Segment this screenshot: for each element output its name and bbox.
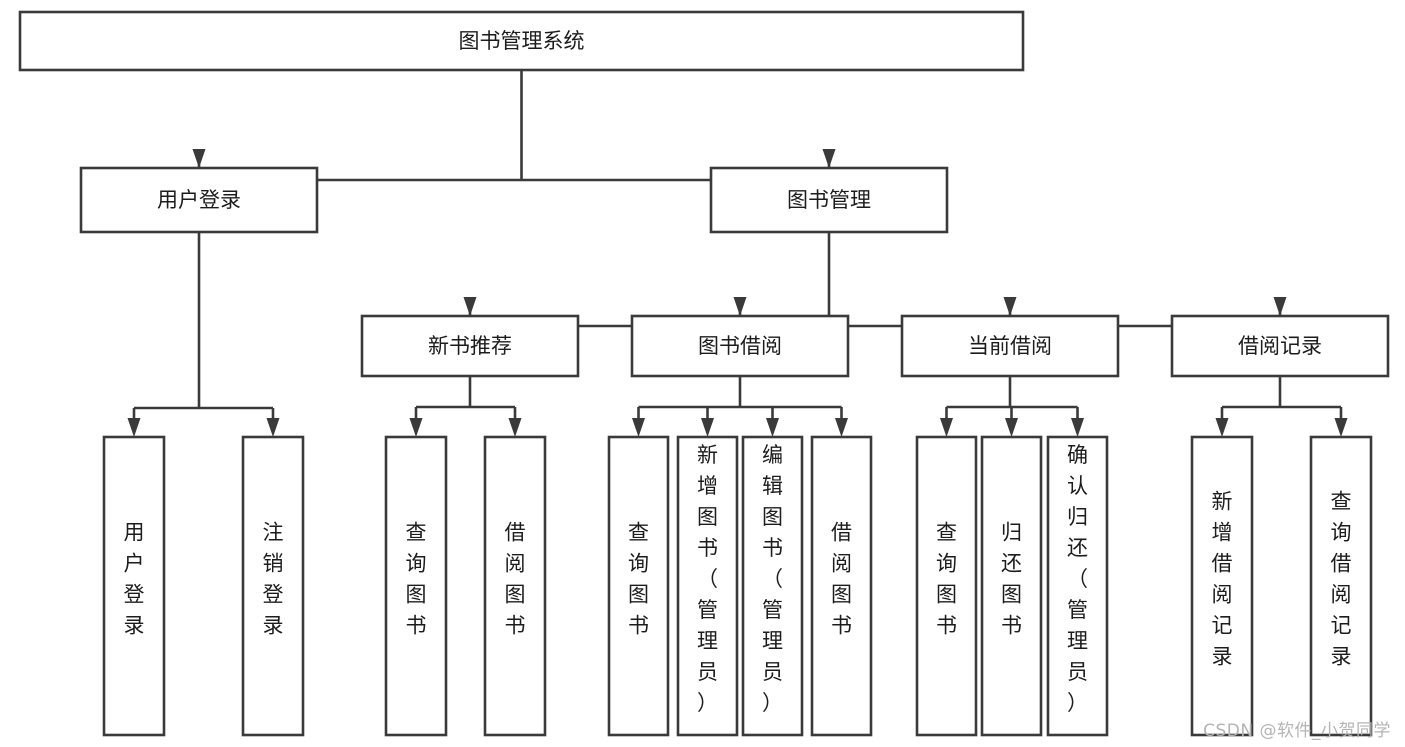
node-leaf-query-borrow-record[interactable]: 查询借阅记录 [1309, 435, 1373, 737]
node-box-book-management [709, 166, 949, 234]
node-box-leaf-confirm-return-admin [1046, 435, 1109, 737]
arrow-head-leaf-return-book [1005, 418, 1018, 437]
node-label-leaf-logout-login: 注销登录 [263, 521, 284, 638]
edge-group-user-login [127, 232, 280, 437]
node-leaf-return-book[interactable]: 归还图书 [980, 435, 1043, 737]
node-box-leaf-query-book-recommend [384, 435, 448, 737]
node-box-leaf-add-borrow-record [1190, 435, 1254, 737]
arrow-head-leaf-add-borrow-record [1215, 418, 1229, 437]
node-leaf-add-borrow-record[interactable]: 新增借阅记录 [1190, 435, 1254, 737]
node-box-leaf-query-book-borrow [607, 435, 670, 737]
arrow-head-leaf-query-book-recommend [409, 418, 423, 437]
edge-group-root [192, 70, 836, 182]
node-label-leaf-add-book-admin: 新增图书（管理员） [697, 443, 718, 715]
node-box-root [18, 10, 1025, 72]
arrow-head-book-management [822, 149, 836, 168]
edge-group-book-borrow [632, 376, 848, 437]
node-label-leaf-query-book-current: 查询图书 [936, 521, 957, 638]
node-leaf-user-login[interactable]: 用户登录 [102, 435, 166, 737]
node-leaf-query-book-borrow[interactable]: 查询图书 [607, 435, 670, 737]
node-label-root: 图书管理系统 [459, 29, 585, 53]
node-user-login[interactable]: 用户登录 [79, 166, 319, 234]
arrow-head-leaf-query-book-current [940, 418, 953, 437]
node-leaf-borrow-book-recommend[interactable]: 借阅图书 [483, 435, 547, 737]
node-box-borrow-record [1170, 314, 1390, 378]
arrow-head-leaf-edit-book-admin [766, 418, 779, 437]
arrow-head-current-borrow [1003, 297, 1017, 316]
node-box-leaf-edit-book-admin [741, 435, 804, 737]
node-label-borrow-record: 借阅记录 [1238, 334, 1322, 358]
arrow-head-leaf-query-borrow-record [1334, 418, 1348, 437]
node-box-leaf-logout-login [241, 435, 305, 737]
edge-group-book-management [463, 232, 1287, 328]
node-leaf-edit-book-admin[interactable]: 编辑图书（管理员） [741, 435, 804, 737]
node-leaf-query-book-recommend[interactable]: 查询图书 [384, 435, 448, 737]
arrow-head-leaf-logout-login [266, 418, 280, 437]
node-box-leaf-query-borrow-record [1309, 435, 1373, 737]
nodes-layer: 图书管理系统用户登录图书管理新书推荐图书借阅当前借阅借阅记录用户登录注销登录查询… [18, 10, 1390, 737]
arrow-head-book-borrow [733, 297, 747, 316]
node-leaf-borrow-book[interactable]: 借阅图书 [810, 435, 873, 737]
node-box-current-borrow [900, 314, 1120, 378]
node-label-leaf-query-borrow-record: 查询借阅记录 [1331, 490, 1352, 669]
node-leaf-add-book-admin[interactable]: 新增图书（管理员） [676, 435, 739, 737]
node-root[interactable]: 图书管理系统 [18, 10, 1025, 72]
node-label-leaf-edit-book-admin: 编辑图书（管理员） [762, 443, 783, 715]
node-label-leaf-borrow-book: 借阅图书 [831, 521, 852, 638]
edge-group-new-book-recommend [409, 376, 522, 437]
node-box-leaf-user-login [102, 435, 166, 737]
node-box-new-book-recommend [360, 314, 580, 378]
node-leaf-query-book-current[interactable]: 查询图书 [915, 435, 978, 737]
node-leaf-confirm-return-admin[interactable]: 确认归还（管理员） [1046, 435, 1109, 737]
node-label-leaf-confirm-return-admin: 确认归还（管理员） [1067, 443, 1088, 715]
node-box-leaf-query-book-current [915, 435, 978, 737]
arrow-head-leaf-query-book-borrow [632, 418, 645, 437]
node-leaf-logout-login[interactable]: 注销登录 [241, 435, 305, 737]
node-box-leaf-return-book [980, 435, 1043, 737]
node-book-borrow[interactable]: 图书借阅 [630, 314, 850, 378]
arrow-head-leaf-add-book-admin [701, 418, 714, 437]
node-label-book-borrow: 图书借阅 [698, 334, 782, 358]
edge-group-current-borrow [940, 376, 1084, 437]
node-box-leaf-add-book-admin [676, 435, 739, 737]
edges-layer [127, 70, 1348, 437]
node-label-new-book-recommend: 新书推荐 [428, 334, 512, 358]
node-label-current-borrow: 当前借阅 [968, 334, 1052, 358]
arrow-head-borrow-record [1273, 297, 1287, 316]
node-box-book-borrow [630, 314, 850, 378]
node-box-user-login [79, 166, 319, 234]
node-label-leaf-borrow-book-recommend: 借阅图书 [505, 521, 526, 638]
node-box-leaf-borrow-book [810, 435, 873, 737]
node-book-management[interactable]: 图书管理 [709, 166, 949, 234]
arrow-head-leaf-confirm-return-admin [1071, 418, 1084, 437]
node-label-leaf-return-book: 归还图书 [1001, 521, 1022, 638]
edge-group-borrow-record [1215, 376, 1348, 437]
arrow-head-new-book-recommend [463, 297, 477, 316]
node-borrow-record[interactable]: 借阅记录 [1170, 314, 1390, 378]
arrow-head-leaf-borrow-book [835, 418, 848, 437]
node-current-borrow[interactable]: 当前借阅 [900, 314, 1120, 378]
node-label-leaf-add-borrow-record: 新增借阅记录 [1212, 490, 1233, 669]
arrow-head-leaf-user-login [127, 418, 141, 437]
node-box-leaf-borrow-book-recommend [483, 435, 547, 737]
arrow-head-user-login [192, 149, 206, 168]
node-label-leaf-query-book-borrow: 查询图书 [628, 521, 649, 638]
node-label-leaf-user-login: 用户登录 [124, 521, 145, 638]
node-label-leaf-query-book-recommend: 查询图书 [406, 521, 427, 638]
arrow-head-leaf-borrow-book-recommend [508, 418, 522, 437]
node-label-book-management: 图书管理 [787, 188, 871, 212]
node-new-book-recommend[interactable]: 新书推荐 [360, 314, 580, 378]
node-label-user-login: 用户登录 [157, 188, 241, 212]
